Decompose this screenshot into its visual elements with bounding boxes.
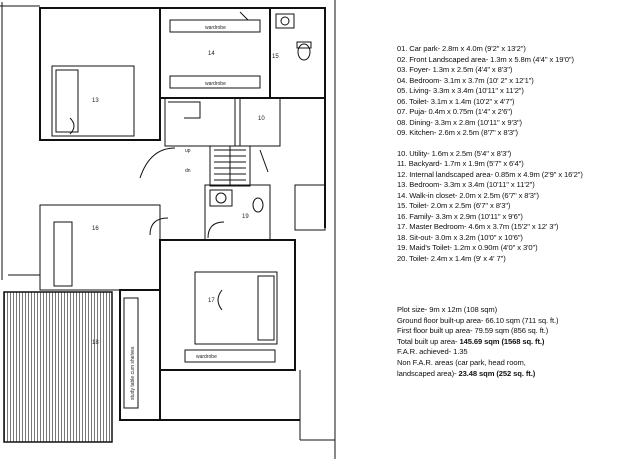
wardrobe-bottom [184, 349, 276, 363]
study-table-shelves [123, 297, 139, 409]
stair-arrow-up [259, 149, 269, 173]
legend-item: 08. Dining- 3.3m x 2.8m (10'11" x 9'3") [397, 117, 522, 127]
wardrobe-top [169, 19, 261, 33]
legend-item: 07. Puja- 0.4m x 0.75m (1'4" x 2'6") [397, 107, 513, 116]
room-family-16 [39, 204, 161, 291]
wc-15 [297, 43, 311, 61]
plot-size: Plot size- 9m x 12m (108 sqm) [397, 305, 498, 314]
wc-19 [252, 197, 264, 213]
room-label-15: 15 [272, 54, 279, 60]
legend-item: 17. Master Bedroom- 4.6m x 3.7m (15'2" x… [397, 222, 559, 231]
wardrobe-label-bottom: wardrobe [196, 354, 217, 360]
stair-upper-arrow [168, 101, 201, 119]
floor-plan-drawing: 13 14 15 10 16 17 18 19 wardrobe wardrob… [0, 0, 336, 459]
bed-13 [51, 65, 135, 137]
legend-gap [397, 139, 625, 149]
room-label-10: 10 [258, 116, 265, 122]
non-far-label: landscaped area)- [397, 368, 459, 378]
total-area: Total built up area- 145.69 sqm (1568 sq… [397, 337, 625, 348]
room-label-13: 13 [92, 98, 99, 104]
legend-item: 13. Bedroom- 3.3m x 3.4m (10'11" x 11'2"… [397, 180, 535, 189]
wardrobe-label-mid: wardrobe [205, 81, 226, 87]
legend-item: 05. Living- 3.3m x 3.4m (10'11" x 11'2") [397, 86, 524, 95]
wc-15-cistern [296, 41, 312, 49]
room-label-14: 14 [208, 51, 215, 57]
room-label-18: 18 [92, 340, 99, 346]
washbasin-19 [209, 189, 233, 207]
wardrobe-label-top: wardrobe [205, 25, 226, 31]
legend-item: 04. Bedroom- 3.1m x 3.7m (10' 2" x 12'1"… [397, 75, 534, 85]
door-swing-19 [207, 221, 225, 239]
washbasin-19-bowl [215, 192, 227, 204]
room-bedroom-13 [39, 7, 161, 141]
stair-down-label: dn [185, 168, 191, 174]
non-far-total: landscaped area)- 23.48 sqm (252 sq. ft.… [397, 369, 625, 380]
bed-17-sheet [217, 289, 223, 311]
bed-13-pillow [55, 69, 79, 133]
room-toilet-20 [294, 184, 326, 231]
washbasin-15-bowl [280, 16, 290, 26]
non-far-value: 23.48 sqm (252 sq. ft.) [458, 368, 536, 378]
legend-item: 14. Walk-in closet- 2.0m x 2.5m (6'7" x … [397, 190, 539, 200]
legend-item: 19. Maid's Toilet- 1.2m x 0.90m (4'0" x … [397, 243, 538, 252]
ground-floor-area: Ground floor built-up area- 66.10 sqm (7… [397, 315, 559, 325]
stair-up-label: up [185, 148, 191, 154]
sofa-16 [53, 221, 73, 287]
legend-item: 11. Backyard- 1.7m x 1.9m (5'7" x 6'4") [397, 159, 524, 168]
legend-item: 15. Toilet- 2.0m x 2.5m (6'7" x 8'3") [397, 201, 511, 210]
legend-item: 12. Internal landscaped area- 0.85m x 4.… [397, 169, 583, 179]
washbasin-15 [275, 13, 295, 29]
total-area-label: Total built up area- [397, 336, 460, 346]
door-swing-14 [239, 11, 249, 21]
room-maids-toilet-19 [204, 184, 271, 241]
area-summary: Plot size- 9m x 12m (108 sqm) Ground flo… [397, 305, 625, 379]
legend-item: 10. Utility- 1.6m x 2.5m (5'4" x 8'3") [397, 148, 512, 158]
bed-13-sheet [69, 117, 75, 135]
room-sit-out-18 [3, 291, 113, 443]
legend-item: 01. Car park- 2.8m x 4.0m (9'2" x 13'2") [397, 44, 526, 53]
bed-17-pillow [257, 275, 275, 341]
legend-item: 06. Toilet- 3.1m x 1.4m (10'2" x 4'7") [397, 96, 515, 106]
wardrobe-mid [169, 75, 261, 89]
legend-item: 16. Family- 3.3m x 2.9m (10'11" x 9'6") [397, 211, 523, 221]
shelves-label: study table cum shelves [130, 346, 136, 400]
first-floor-area: First floor built up area- 79.59 sqm (85… [397, 326, 549, 336]
total-area-value: 145.69 sqm (1568 sq. ft.) [459, 336, 545, 346]
study-area [119, 289, 161, 421]
room-legend: 01. Car park- 2.8m x 4.0m (9'2" x 13'2")… [397, 44, 625, 264]
stair-landing [164, 97, 236, 147]
room-toilet-15 [269, 7, 326, 99]
door-swing-17 [149, 217, 169, 236]
legend-item: 18. Sit-out- 3.0m x 3.2m (10'0" x 10'6") [397, 232, 523, 242]
bed-17 [194, 271, 278, 345]
legend-item: 20. Toilet- 2.4m x 1.4m (9' x 4' 7") [397, 253, 506, 263]
legend-item: 03. Foyer- 1.3m x 2.5m (4'4" x 8'3") [397, 65, 513, 74]
non-far-areas: Non F.A.R. areas (car park, head room, [397, 357, 526, 367]
legend-item: 09. Kitchen- 2.6m x 2.5m (8'7" x 8'3") [397, 128, 518, 137]
legend-item: 02. Front Landscaped area- 1.3m x 5.8m (… [397, 54, 574, 64]
far-achieved: F.A.R. achieved- 1.35 [397, 347, 468, 357]
room-label-19: 19 [242, 214, 249, 220]
room-label-16: 16 [92, 226, 99, 232]
room-10 [239, 97, 281, 147]
room-label-17: 17 [208, 298, 215, 304]
door-swing-landing [139, 147, 176, 179]
